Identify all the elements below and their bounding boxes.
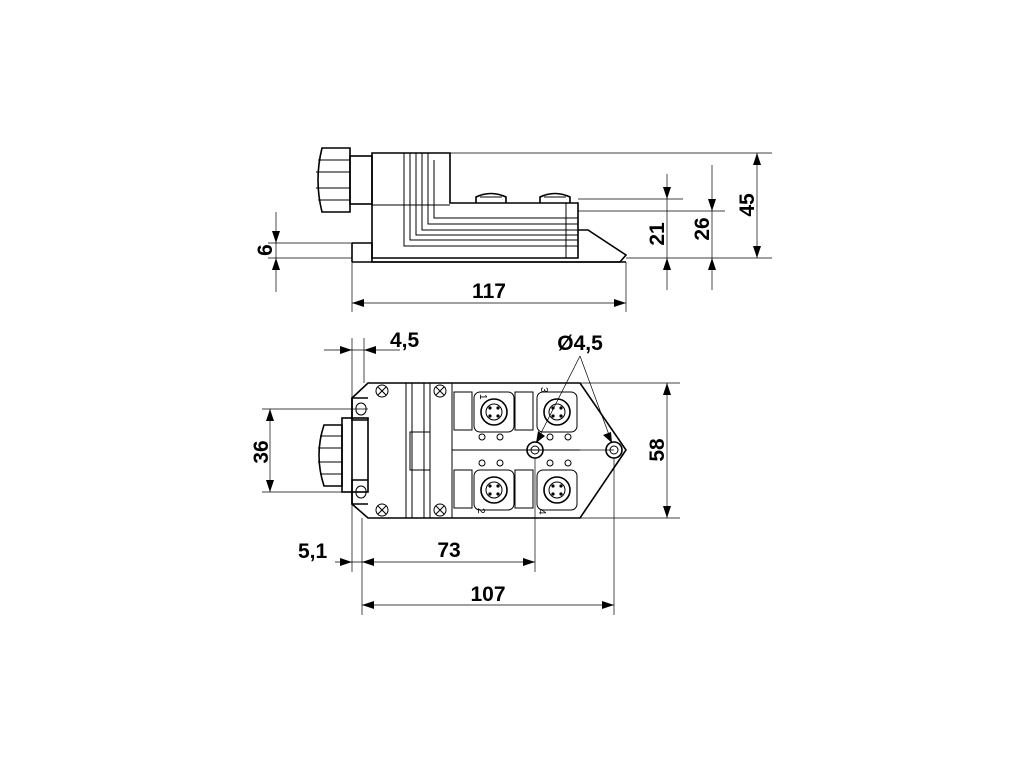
dim-width-cable-label: 36 <box>250 440 273 463</box>
dim-height-port-label: 21 <box>646 222 669 246</box>
port-connector-3 <box>536 391 578 433</box>
top-extension-lines <box>262 338 680 615</box>
dim-height-total-label: 45 <box>736 193 759 217</box>
side-cable-gland <box>316 147 373 213</box>
dim-port-pitch-label: 73 <box>437 539 460 562</box>
port-number-2: 2 <box>475 508 486 514</box>
side-port-connectors <box>475 192 571 203</box>
dim-height-port: 21 <box>646 174 671 290</box>
dim-height-top: 26 <box>691 165 716 290</box>
dim-hole-diameter: Ø4,5 <box>535 332 613 444</box>
dim-height-top-label: 26 <box>691 217 714 240</box>
dim-height-base-label: 6 <box>254 244 277 256</box>
dim-offset-left-label: 4,5 <box>390 329 420 352</box>
dim-hole-diameter-label: Ø4,5 <box>557 332 603 355</box>
dim-width-body-label: 58 <box>646 438 669 462</box>
dim-offset-left: 4,5 <box>324 329 420 354</box>
side-housing <box>351 152 628 263</box>
side-extension-lines <box>268 152 772 312</box>
port-connector-1 <box>473 391 515 433</box>
dim-height-base: 6 <box>254 212 280 292</box>
top-cable-gland <box>318 417 369 493</box>
dim-offset-bottom-label: 5,1 <box>298 540 328 563</box>
dim-hole-spacing-label: 107 <box>470 583 505 606</box>
port-connector-4 <box>536 469 578 511</box>
side-view: 6 21 26 45 117 <box>254 147 772 312</box>
port-connector-2 <box>473 469 515 511</box>
port-number-3: 3 <box>538 387 549 393</box>
port-number-1: 1 <box>477 394 488 400</box>
dim-width-body: 58 <box>646 383 671 518</box>
top-view: 1 2 3 4 4,5 <box>250 329 680 615</box>
dim-width-cable: 36 <box>250 409 274 492</box>
port-number-4: 4 <box>536 509 547 515</box>
dim-height-total: 45 <box>736 153 761 258</box>
dim-port-pitch: 73 <box>362 539 535 566</box>
top-housing <box>351 382 627 519</box>
dim-length-side-label: 117 <box>472 280 506 303</box>
dim-hole-spacing: 107 <box>362 583 614 609</box>
dim-length-side: 117 <box>352 280 626 307</box>
